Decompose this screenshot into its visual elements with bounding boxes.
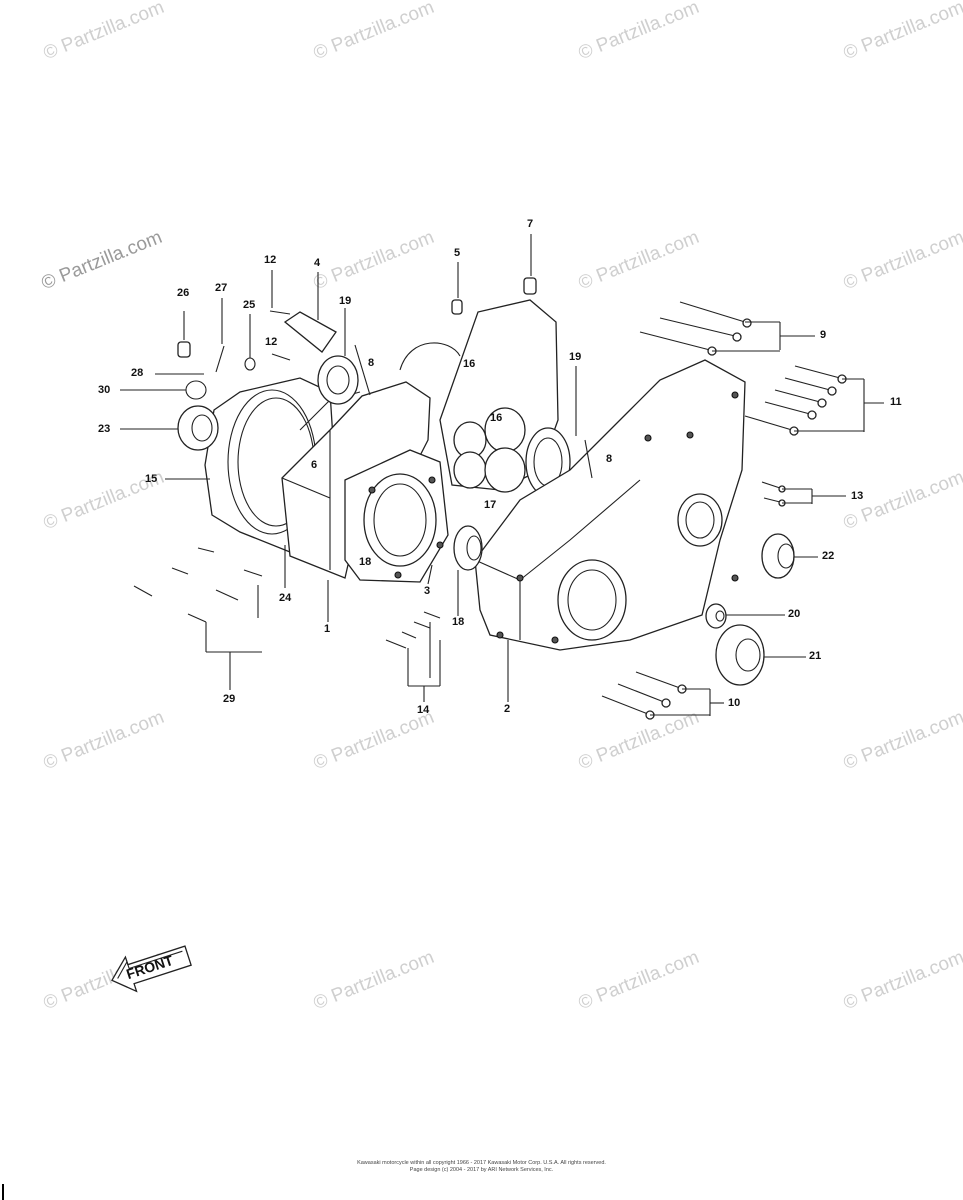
seal-19[interactable] — [317, 355, 359, 405]
callout-27: 27 — [215, 282, 228, 294]
bolt-12[interactable] — [271, 353, 291, 361]
bolts-13[interactable] — [761, 481, 786, 507]
callout-6: 6 — [311, 459, 318, 471]
callout-25: 25 — [243, 299, 256, 311]
bearing-21[interactable] — [715, 624, 765, 686]
callout-24: 24 — [279, 592, 292, 604]
callout-2: 2 — [504, 703, 511, 715]
callout-13: 13 — [851, 490, 864, 502]
callout-7: 7 — [527, 218, 534, 230]
bearing-20[interactable] — [705, 603, 727, 629]
dowel-5[interactable] — [451, 299, 463, 315]
oil-seal-part[interactable] — [177, 405, 219, 451]
bolts-10[interactable] — [601, 671, 687, 720]
callout-3: 3 — [424, 585, 431, 597]
screw-27[interactable] — [215, 345, 225, 373]
callout-10: 10 — [728, 697, 741, 709]
callout-17: 17 — [484, 499, 497, 511]
center-crankcase-part[interactable] — [439, 299, 571, 497]
bolts-29[interactable] — [133, 547, 263, 623]
front-arrow — [111, 945, 192, 993]
right-crankcase-part[interactable] — [474, 359, 746, 651]
dowel-7[interactable] — [523, 277, 537, 295]
callout-4: 4 — [314, 257, 321, 269]
stud-8[interactable] — [354, 344, 371, 396]
callout-19: 19 — [339, 295, 352, 307]
callout-29: 29 — [223, 693, 236, 705]
callout-18: 18 — [452, 616, 465, 628]
callout-30: 30 — [98, 384, 111, 396]
callout-5: 5 — [454, 247, 461, 259]
callout-28: 28 — [131, 367, 144, 379]
callout-21: 21 — [809, 650, 822, 662]
o-ring-part[interactable] — [185, 380, 207, 400]
callout-19: 19 — [569, 351, 582, 363]
bolts-14[interactable] — [385, 611, 441, 649]
footer-line-2: Page design (c) 2004 - 2017 by ARI Netwo… — [409, 1166, 554, 1173]
callout-23: 23 — [98, 423, 111, 435]
callout-26: 26 — [177, 287, 190, 299]
callout-16: 16 — [490, 412, 503, 424]
callout-8: 8 — [368, 357, 375, 369]
copyright-footer: Kawasaki motorcycle within all copyright… — [0, 1160, 963, 1174]
stud-8[interactable] — [584, 439, 593, 479]
callout-12: 12 — [264, 254, 277, 266]
bracket-4[interactable] — [283, 311, 337, 353]
callout-18: 18 — [359, 556, 372, 568]
bolts-11[interactable] — [744, 365, 847, 436]
bearing-plate-part[interactable] — [344, 449, 449, 583]
callout-15: 15 — [145, 473, 158, 485]
callout-20: 20 — [788, 608, 801, 620]
dowel-26[interactable] — [177, 341, 191, 358]
callout-14: 14 — [417, 704, 430, 716]
callout-9: 9 — [820, 329, 827, 341]
bolts-9[interactable] — [639, 301, 752, 356]
footer-line-1: Kawasaki motorcycle within all copyright… — [357, 1160, 606, 1166]
callout-8: 8 — [606, 453, 613, 465]
callout-12: 12 — [265, 336, 278, 348]
leader-lines — [120, 234, 884, 716]
bearing-22[interactable] — [761, 533, 795, 579]
ring-25[interactable] — [244, 357, 256, 371]
bearing-18[interactable] — [453, 525, 483, 571]
callout-11: 11 — [890, 396, 902, 408]
callout-16: 16 — [463, 358, 476, 370]
bolt-12[interactable] — [269, 310, 291, 315]
callout-22: 22 — [822, 550, 835, 562]
callout-1: 1 — [324, 623, 331, 635]
